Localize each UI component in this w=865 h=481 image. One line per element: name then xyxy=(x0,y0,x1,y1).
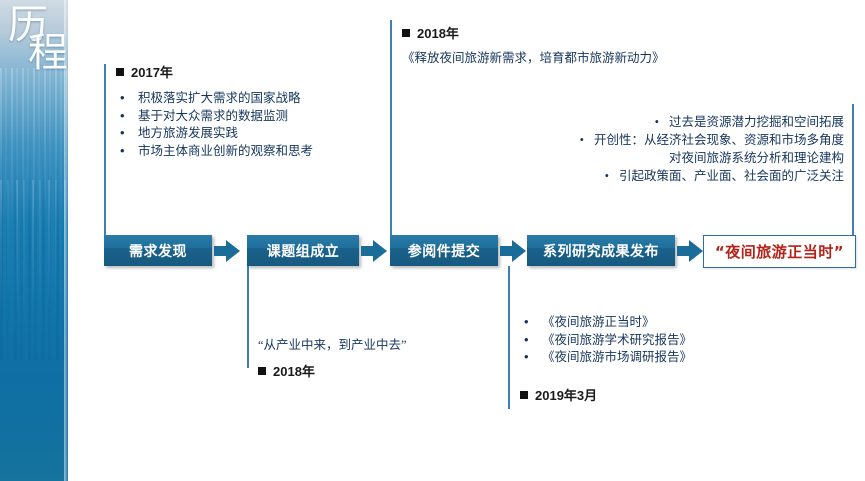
flow-arrow-icon-3 xyxy=(500,240,526,262)
block-2018-top-header: 2018年 xyxy=(402,23,665,42)
block-2018-top-subtitle: 《释放夜间旅游新需求，培育都市旅游新动力》 xyxy=(402,51,665,65)
sidebar-title-char-2: 程 xyxy=(28,30,68,76)
sidebar-texture-layer-2 xyxy=(0,150,68,360)
flow-arrow-icon-1 xyxy=(214,240,240,262)
connector-line-achievements-vertical xyxy=(852,104,854,250)
flow-final-outcome[interactable]: “夜间旅游正当时” xyxy=(703,235,856,268)
connector-line-2017-to-step1 xyxy=(104,64,106,239)
sidebar-banner: 历 程 xyxy=(0,0,68,481)
flow-step-label: 系列研究成果发布 xyxy=(543,243,659,260)
list-item: 《夜间旅游学术研究报告》 xyxy=(520,331,692,350)
connector-line-step2-to-quote xyxy=(247,266,249,368)
block-quote: “从产业中来，到产业中去” 2018年 xyxy=(258,337,407,380)
block-quote-header-label: 2018年 xyxy=(273,364,315,379)
block-2017-header: 2017年 xyxy=(116,62,313,81)
connector-line-step4-to-reports xyxy=(508,266,510,409)
block-reports-header-label: 2019年3月 xyxy=(535,387,598,403)
list-item: 基于对大众需求的数据监测 xyxy=(116,107,313,126)
sidebar-texture-layer-1 xyxy=(0,68,68,228)
flow-arrow-icon-4 xyxy=(677,240,703,262)
bullet-dot-icon: • xyxy=(654,115,659,129)
sidebar-title-char-1: 历 xyxy=(8,2,48,48)
block-achievements-list: • 过去是资源潜力挖掘和空间拓展 • 开创性：从经济社会现象、资源和市场多角度 对夜… xyxy=(528,113,844,185)
list-item-continuation: 对夜间旅游系统分析和理论建构 xyxy=(528,149,844,167)
block-quote-text: “从产业中来，到产业中去” xyxy=(258,338,407,352)
square-bullet-icon xyxy=(116,68,124,76)
flow-arrow-icon-2 xyxy=(361,240,387,262)
list-item-label: 对夜间旅游系统分析和理论建构 xyxy=(668,151,844,165)
block-achievements: • 过去是资源潜力挖掘和空间拓展 • 开创性：从经济社会现象、资源和市场多角度 对夜… xyxy=(528,113,844,185)
connector-line-2018-to-step3 xyxy=(390,20,392,239)
list-item: • 过去是资源潜力挖掘和空间拓展 xyxy=(528,113,844,131)
flow-step-label: 参阅件提交 xyxy=(407,243,481,260)
square-bullet-icon xyxy=(258,367,266,375)
list-item: 地方旅游发展实践 xyxy=(116,124,313,143)
block-reports-header: 2019年3月 xyxy=(520,385,692,404)
list-item: • 开创性：从经济社会现象、资源和市场多角度 xyxy=(528,131,844,149)
flow-step-label: 课题组成立 xyxy=(266,243,340,260)
list-item: 《夜间旅游市场调研报告》 xyxy=(520,348,692,367)
bullet-dot-icon: • xyxy=(604,169,609,183)
flow-step-research-results-published[interactable]: 系列研究成果发布 xyxy=(527,235,675,266)
block-2017: 2017年 积极落实扩大需求的国家战略 基于对大众需求的数据监测 地方旅游发展实… xyxy=(116,62,313,160)
flow-step-requirement-discovery[interactable]: 需求发现 xyxy=(104,235,212,266)
block-reports-list: 《夜间旅游正当时》 《夜间旅游学术研究报告》 《夜间旅游市场调研报告》 xyxy=(520,313,692,367)
block-2018-top: 2018年 《释放夜间旅游新需求，培育都市旅游新动力》 xyxy=(402,23,665,67)
block-2017-header-label: 2017年 xyxy=(131,65,173,80)
bullet-dot-icon: • xyxy=(579,133,584,147)
flow-step-research-group-formed[interactable]: 课题组成立 xyxy=(247,235,359,266)
list-item-label: 开创性：从经济社会现象、资源和市场多角度 xyxy=(593,133,844,147)
sidebar-title: 历 程 xyxy=(6,4,68,104)
block-2018-top-header-label: 2018年 xyxy=(417,26,459,41)
square-bullet-icon xyxy=(520,390,528,399)
list-item-label: 引起政策面、产业面、社会面的广泛关注 xyxy=(618,169,844,183)
list-item: 市场主体商业创新的观察和思考 xyxy=(116,142,313,161)
square-bullet-icon xyxy=(402,29,410,37)
list-item: 《夜间旅游正当时》 xyxy=(520,313,692,332)
block-quote-header: 2018年 xyxy=(258,361,407,380)
list-item: • 引起政策面、产业面、社会面的广泛关注 xyxy=(528,167,844,185)
flow-step-label: 需求发现 xyxy=(129,243,187,260)
list-item: 积极落实扩大需求的国家战略 xyxy=(116,89,313,108)
flow-step-reference-submission[interactable]: 参阅件提交 xyxy=(390,235,498,266)
block-reports: 《夜间旅游正当时》 《夜间旅游学术研究报告》 《夜间旅游市场调研报告》 2019… xyxy=(520,313,692,404)
list-item-label: 过去是资源潜力挖掘和空间拓展 xyxy=(668,115,844,129)
sidebar-edge-highlight xyxy=(64,0,68,481)
block-2017-bullet-list: 积极落实扩大需求的国家战略 基于对大众需求的数据监测 地方旅游发展实践 市场主体… xyxy=(116,89,313,161)
sidebar-texture-layer-3 xyxy=(0,180,68,320)
flow-final-label: “夜间旅游正当时” xyxy=(714,243,845,261)
